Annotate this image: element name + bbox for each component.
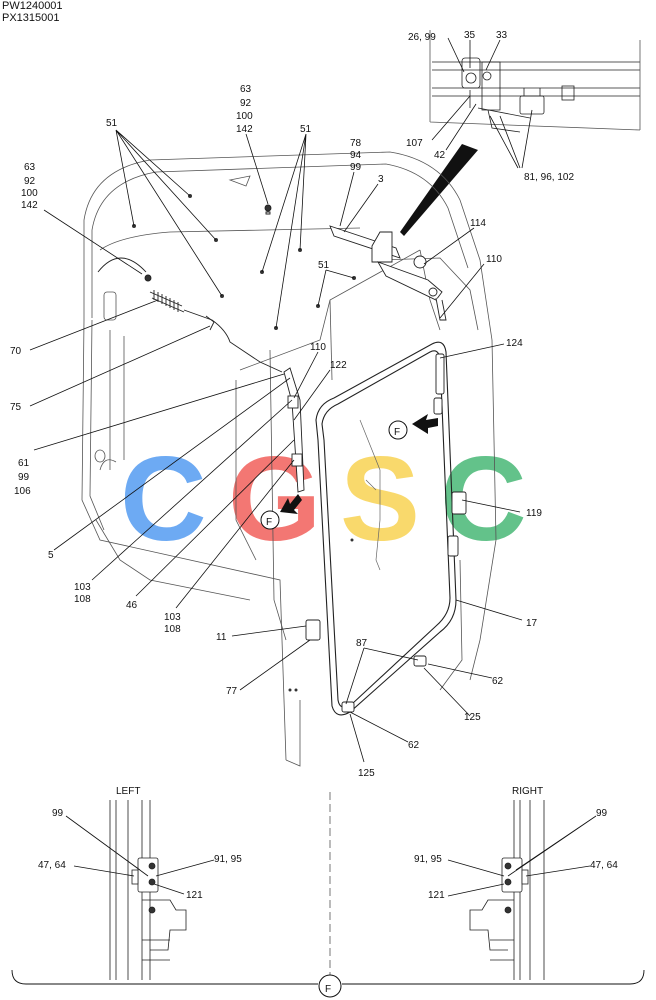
label-61: 61 [18,458,30,469]
label-92-b: 92 [240,98,252,109]
label-63-b: 63 [240,84,252,95]
label-99-b: 99 [18,472,30,483]
label-3: 3 [378,174,384,185]
view-f-circle-1 [388,420,408,440]
label-94: 94 [350,150,362,161]
label-100-a: 100 [21,188,38,199]
label-62-a: 62 [492,676,504,687]
drawing-codes: PW1240001 PX1315001 [2,0,63,24]
detail-labels: LEFT RIGHT 99 47, 64 91, 95 121 99 47, 6… [38,786,618,901]
label-51-b: 51 [300,124,312,135]
label-125-b: 125 [358,768,375,779]
drawing-code-1: PW1240001 [2,0,63,12]
label-124: 124 [506,338,523,349]
view-f-arrow-1 [412,414,438,434]
detail-right-title: RIGHT [512,786,543,797]
hinge-inset [429,30,641,133]
label-122: 122 [330,360,347,371]
label-119: 119 [526,508,542,519]
view-f-arrow-2 [280,494,302,514]
drawing-code-2: PX1315001 [2,12,60,24]
door-hardware [283,353,467,713]
view-f-circle-2 [260,510,280,530]
detail-left-121: 121 [186,890,203,901]
detail-left [109,800,187,980]
detail-bracket [11,969,645,985]
cab-body [81,151,497,767]
label-11: 11 [216,632,227,643]
view-f-label-1: F [394,427,400,438]
label-108-a: 108 [74,594,91,605]
label-100-b: 100 [236,111,253,122]
label-51-a: 51 [106,118,118,129]
label-81-96-102: 81, 96, 102 [524,172,574,183]
callout-labels: 26, 99 35 33 107 42 81, 96, 102 63 92 10… [10,30,574,779]
label-78: 78 [350,138,362,149]
detail-right-91-95: 91, 95 [414,854,442,865]
detail-right-121: 121 [428,890,445,901]
label-99-a: 99 [350,162,362,173]
leader-lines [29,37,533,763]
label-103-a: 103 [74,582,91,593]
label-110-a: 110 [486,254,502,265]
label-5: 5 [48,550,54,561]
label-70: 70 [10,346,22,357]
detail-right-47-64: 47, 64 [590,860,618,871]
watermark-letter-c1: C [120,432,207,566]
label-51-c: 51 [318,260,330,271]
label-125-a: 125 [464,712,481,723]
label-75: 75 [10,402,22,413]
label-17: 17 [526,618,538,629]
label-62-b: 62 [408,740,420,751]
label-33: 33 [496,30,508,41]
detail-left-title: LEFT [116,786,140,797]
detail-right [469,800,545,980]
detail-leaders [65,815,597,897]
label-114: 114 [470,218,486,229]
label-103-b: 103 [164,612,181,623]
label-46: 46 [126,600,138,611]
label-106: 106 [14,486,31,497]
detail-left-99: 99 [52,808,64,819]
label-142-a: 142 [21,200,38,211]
detail-left-91-95: 91, 95 [214,854,242,865]
gas-spring [97,204,283,373]
label-92-a: 92 [24,176,36,187]
label-35: 35 [464,30,476,41]
detail-view-label: F [325,984,331,995]
label-87: 87 [356,638,368,649]
inset-pointer [400,144,478,236]
label-63-a: 63 [24,162,36,173]
hinge-bracket [329,225,447,321]
label-142-b: 142 [236,124,253,135]
label-110-b: 110 [310,342,326,353]
label-108-b: 108 [164,624,181,635]
watermark-letter-g: G [228,432,321,566]
label-42: 42 [434,150,446,161]
detail-view-circle [318,974,342,998]
label-107: 107 [406,138,423,149]
detail-left-47-64: 47, 64 [38,860,66,871]
label-77: 77 [226,686,238,697]
detail-right-99: 99 [596,808,608,819]
label-26-99: 26, 99 [408,32,436,43]
view-f-label-2: F [266,517,272,528]
